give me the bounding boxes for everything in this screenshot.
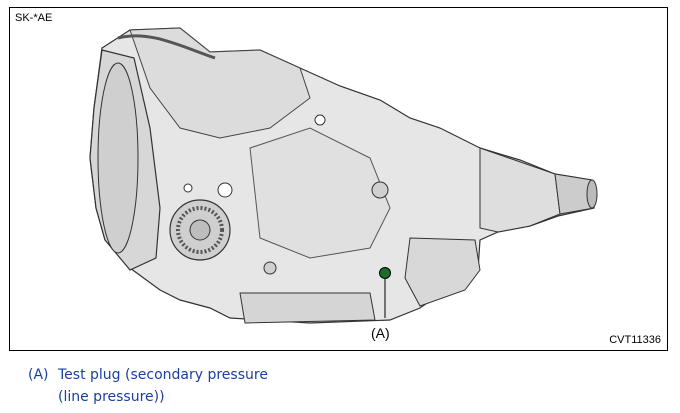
legend-marker: (A) xyxy=(28,367,49,383)
valve-body xyxy=(404,237,481,307)
legend-line-2: (line pressure)) xyxy=(58,389,165,405)
diagram-frame: SK-*AE (A) CVT11336 xyxy=(9,7,668,351)
oil-pan xyxy=(239,292,376,324)
figure-reference-code: CVT11336 xyxy=(609,334,661,346)
legend: (A) Test plug (secondary pressure (line p… xyxy=(28,364,268,408)
case-rib xyxy=(249,127,391,259)
top-cover xyxy=(129,27,311,139)
callout-label-a: (A) xyxy=(371,325,390,341)
wiring-harness xyxy=(117,34,216,60)
bell-housing-rim xyxy=(97,62,139,254)
output-shaft xyxy=(554,173,595,215)
test-plug-marker xyxy=(379,267,391,279)
figure-code: SK-*AE xyxy=(15,12,53,24)
legend-text-1: Test plug (secondary pressure xyxy=(58,367,268,383)
transmission-illustration xyxy=(89,27,598,324)
legend-line-1: (A) Test plug (secondary pressure xyxy=(28,364,268,386)
